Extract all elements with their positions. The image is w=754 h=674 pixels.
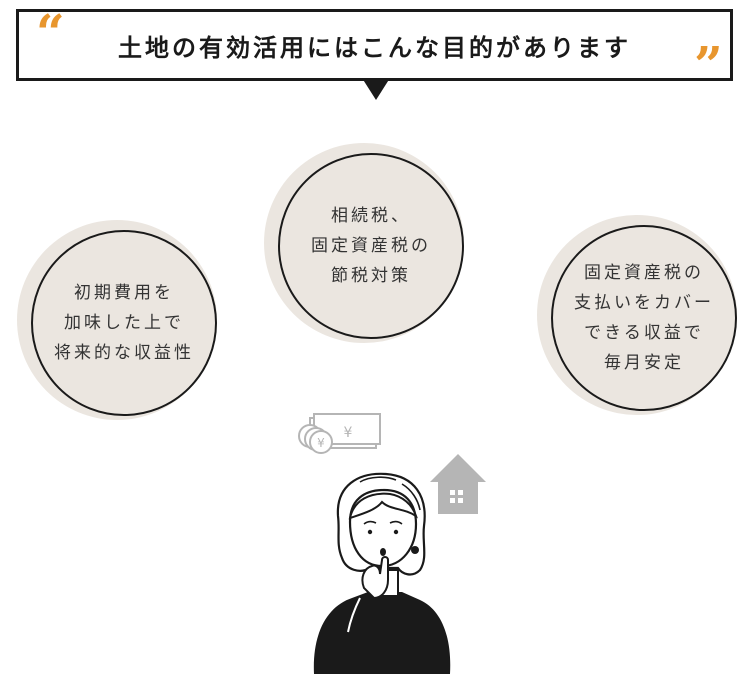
bubble-line: 初期費用を xyxy=(74,283,174,303)
quote-open-icon: “ xyxy=(36,3,65,62)
bubble-line: 固定資産税の xyxy=(584,263,704,283)
heading-box: 土地の有効活用にはこんな目的があります xyxy=(16,9,733,81)
page-title: 土地の有効活用にはこんな目的があります xyxy=(118,33,631,62)
bubble-outline xyxy=(551,225,737,411)
bubble-outline xyxy=(31,230,217,416)
bubble-line: 固定資産税の xyxy=(311,236,431,256)
money-icon: ¥ ¥ xyxy=(298,413,381,454)
thinking-woman-illustration: ¥ ¥ xyxy=(298,413,486,674)
bubble-text: 初期費用を 加味した上で 将来的な収益性 xyxy=(31,230,217,416)
quote-close-icon: ” xyxy=(694,35,723,94)
bubble-line: 将来的な収益性 xyxy=(54,343,194,363)
purpose-bubble-monthly-income: 固定資産税の 支払いをカバー できる収益で 毎月安定 xyxy=(537,215,737,415)
bubble-text: 固定資産税の 支払いをカバー できる収益で 毎月安定 xyxy=(551,225,737,411)
bubble-line: できる収益で xyxy=(584,323,704,343)
yen-symbol: ¥ xyxy=(317,436,325,450)
house-icon xyxy=(430,454,486,514)
bubble-line: 加味した上で xyxy=(64,313,184,333)
purpose-bubble-tax-saving: 相続税、 固定資産税の 節税対策 xyxy=(264,143,464,343)
purpose-bubble-future-profit: 初期費用を 加味した上で 将来的な収益性 xyxy=(17,220,217,420)
bubble-line: 支払いをカバー xyxy=(574,293,714,313)
speech-tail xyxy=(362,78,390,100)
bubble-line: 相続税、 xyxy=(331,206,411,226)
bubble-line: 節税対策 xyxy=(331,266,411,286)
bubble-outline xyxy=(278,153,464,339)
yen-symbol: ¥ xyxy=(344,425,353,441)
bubble-line: 毎月安定 xyxy=(604,353,684,373)
bubble-text: 相続税、 固定資産税の 節税対策 xyxy=(278,153,464,339)
